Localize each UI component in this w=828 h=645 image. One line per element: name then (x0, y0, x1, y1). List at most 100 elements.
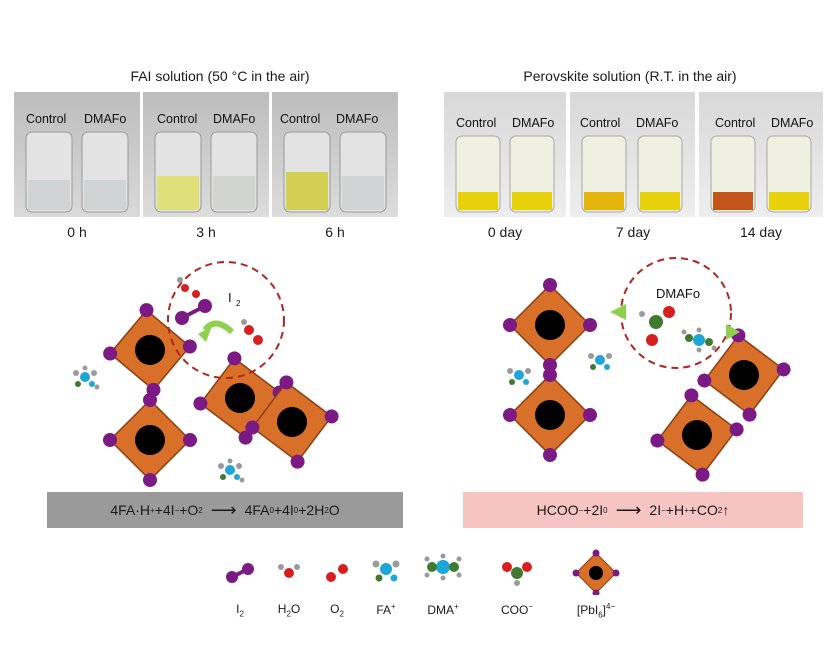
eq-text: +2H (298, 502, 325, 518)
vial-label-control: Control (456, 116, 497, 130)
legend-h2o-icon (278, 564, 300, 578)
legend-icons (226, 549, 620, 595)
vial-label-control: Control (157, 112, 198, 126)
vial-label-dmafo: DMAFo (213, 112, 256, 126)
legend-sub: 2 (339, 609, 344, 619)
eq-text: +H (665, 502, 685, 518)
eq-text: ↑ (722, 502, 730, 518)
fai-photo-0h: Control DMAFo (14, 92, 140, 217)
h2o-molecule (241, 319, 263, 345)
legend-fa-icon (372, 560, 400, 582)
legend-text: FA (376, 603, 391, 617)
time-label: 14 day (739, 224, 783, 240)
perovskite-photo-0day: Control DMAFo (444, 92, 566, 217)
legend-text: H (277, 602, 287, 616)
legend-text: O (330, 602, 340, 616)
fai-panel-title: FAI solution (50 °C in the air) (130, 68, 310, 84)
eq-sub: 2 (717, 505, 723, 515)
legend-text: COO (500, 603, 529, 617)
reaction-bubble (167, 261, 285, 379)
legend-text: DMA (427, 603, 454, 617)
fa-cation (507, 368, 531, 385)
legend-sup: 4− (606, 602, 616, 611)
vial-label-control: Control (715, 116, 756, 130)
vial-label-dmafo: DMAFo (84, 112, 127, 126)
o2-molecule (177, 277, 200, 298)
eq-text: 4FA (244, 502, 270, 518)
legend-label-h2o: H2O (259, 602, 319, 618)
legend-dma-icon (424, 553, 462, 581)
legend-sup: − (528, 602, 533, 611)
legend-text: ] (602, 603, 607, 617)
eq-sup: − (578, 505, 584, 515)
eq-sup: + (684, 505, 689, 515)
vial-label-control: Control (280, 112, 321, 126)
vials-illustration (581, 135, 683, 213)
fa-cation (218, 458, 245, 483)
i2-molecule (175, 299, 212, 325)
vials-illustration (154, 131, 258, 213)
eq-sup: 0 (269, 505, 274, 515)
legend-text: O (290, 602, 301, 616)
eq-sup: + (150, 505, 155, 515)
perovskite-panel-title: Perovskite solution (R.T. in the air) (523, 68, 737, 84)
eq-sup: 0 (603, 505, 608, 515)
perovskite-photo-14day: Control DMAFo (699, 92, 823, 217)
pbi6-octahedron (502, 277, 598, 373)
eq-sub: 2 (324, 505, 329, 515)
dmafo-bubble (620, 257, 732, 369)
reaction-arrow (202, 320, 235, 335)
time-label: 7 day (615, 224, 651, 240)
time-label: 6 h (325, 224, 345, 240)
eq-text: +CO (688, 502, 718, 518)
vial-label-control: Control (26, 112, 67, 126)
legend-pbi6-icon (572, 549, 620, 595)
eq-text: +2I (583, 502, 604, 518)
vial-label-dmafo: DMAFo (771, 116, 814, 130)
time-label: 0 day (487, 224, 523, 240)
fa-cation (588, 353, 612, 370)
vial-label-dmafo: DMAFo (636, 116, 679, 130)
legend-sub: 2 (239, 609, 244, 619)
vials-illustration (710, 135, 812, 213)
vial-label-control: Control (580, 116, 621, 130)
legend-sup: + (454, 602, 459, 611)
bubble-label-sub: 2 (236, 299, 241, 308)
fai-photo-3h: Control DMAFo (143, 92, 269, 217)
legend-label-coo: COO− (487, 602, 547, 617)
coo-molecule (639, 306, 675, 346)
eq-text: 4FA·H (110, 502, 151, 518)
vial-label-dmafo: DMAFo (336, 112, 379, 126)
legend-label-o2: O2 (307, 602, 367, 618)
eq-arrow: ⟶ (210, 499, 237, 520)
legend-coo-icon (502, 562, 532, 586)
vials-illustration (25, 131, 129, 213)
legend-label-dma: DMA+ (413, 602, 473, 617)
legend-o2-icon (326, 564, 348, 582)
pbi6-octahedron (502, 367, 598, 463)
time-label: 3 h (196, 224, 216, 240)
bubble-label: DMAFo (656, 286, 700, 301)
perovskite-photo-7day: Control DMAFo (570, 92, 695, 217)
legend-text: I (236, 602, 240, 616)
vials-illustration (283, 131, 387, 213)
schematic-left: I 2 (73, 261, 346, 488)
legend-label-pbi6: [PbI6]4− (566, 602, 626, 619)
dma-cation (681, 327, 717, 353)
arrow-right (726, 324, 740, 340)
eq-sup: − (174, 505, 180, 515)
arrow-left (610, 304, 626, 320)
legend-label-i2: I2 (210, 602, 270, 618)
schematic-right: DMAFo (502, 257, 798, 489)
bubble-label: I (228, 290, 232, 305)
legend-sub: 2 (286, 609, 291, 619)
legend-label-fa: FA+ (356, 602, 416, 617)
legend-sub: 6 (598, 610, 603, 620)
legend-sup: + (391, 602, 396, 611)
legend-text: [PbI (576, 603, 599, 617)
eq-sub: 2 (198, 505, 203, 515)
eq-arrow: ⟶ (615, 499, 642, 520)
eq-sup: 0 (293, 505, 299, 515)
eq-text: +4I (273, 502, 294, 518)
